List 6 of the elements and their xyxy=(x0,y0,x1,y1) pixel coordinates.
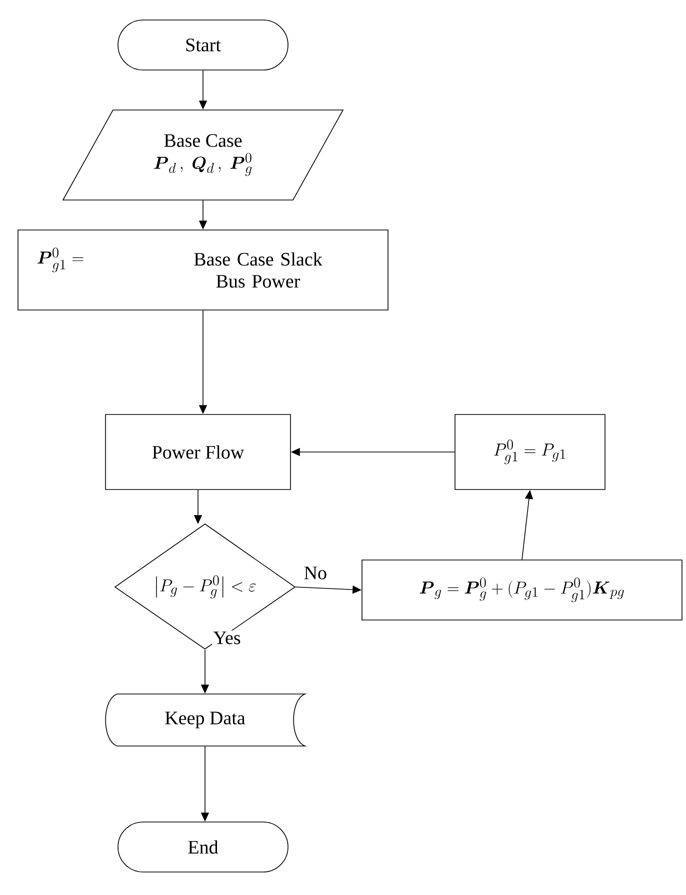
process-box: $\boldsymbol{P}_{g1}^0 =$ Base Case Slack Bus Power xyxy=(18,230,388,310)
process-box: Power Flow xyxy=(105,414,291,490)
edge-label: No xyxy=(302,566,328,580)
edge-label: Yes xyxy=(212,630,242,646)
process-box: $P_{g1}^0 = P_{g1}$ xyxy=(454,414,606,490)
process-box: $\boldsymbol{P}_g = \boldsymbol{P}_g^0 + (P_{g1} - P_{g1}^0)\boldsymbol{K}_{pg}$ xyxy=(362,560,682,620)
